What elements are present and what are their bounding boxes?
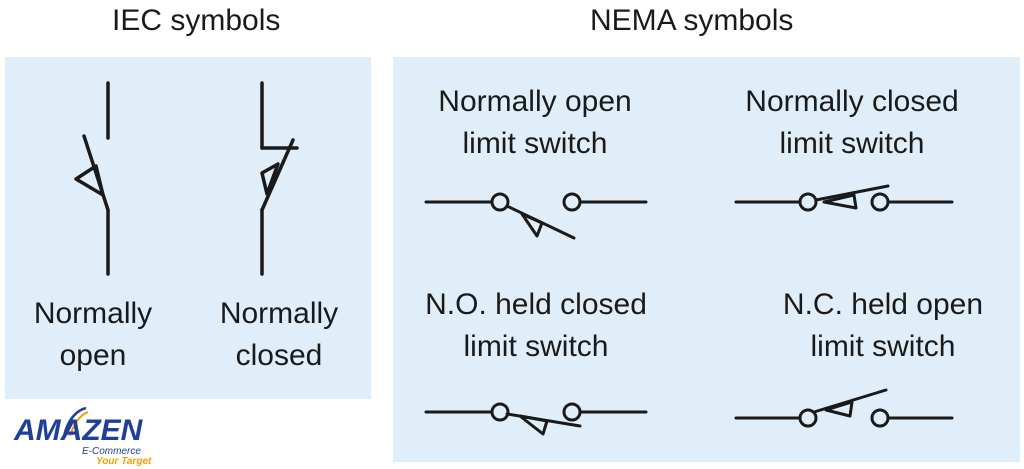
nema-panel bbox=[393, 57, 1020, 462]
nema-nc-held-open-symbol bbox=[734, 388, 954, 428]
nema-nc-limit-label: Normally closed limit switch bbox=[745, 85, 959, 160]
logo-swoosh-icon bbox=[62, 406, 89, 437]
iec-heading: IEC symbols bbox=[112, 4, 281, 37]
nema-nc-held-open-label: N.C. held open limit switch bbox=[782, 288, 984, 363]
logo-subtitle: E-Commerce bbox=[82, 446, 141, 457]
nema-no-limit-label: Normally open limit switch bbox=[438, 85, 632, 160]
iec-normally-open-label: Normally open bbox=[33, 297, 153, 372]
nema-heading: NEMA symbols bbox=[590, 4, 794, 37]
iec-normally-closed-symbol bbox=[260, 81, 299, 276]
nema-no-limit-switch-symbol bbox=[424, 192, 648, 240]
iec-normally-open-symbol bbox=[74, 81, 110, 276]
iec-normally-closed-label: Normally closed bbox=[219, 297, 339, 372]
logo-tagline: Your Target bbox=[96, 456, 152, 467]
nema-nc-limit-switch-symbol bbox=[734, 184, 954, 212]
logo-name: AMAZEN bbox=[14, 414, 143, 447]
iec-panel bbox=[5, 57, 371, 399]
nema-no-held-closed-symbol bbox=[424, 402, 648, 436]
amazen-logo: AMAZEN E-Commerce Your Target bbox=[14, 406, 164, 467]
nema-no-held-closed-label: N.O. held closed limit switch bbox=[425, 288, 647, 363]
